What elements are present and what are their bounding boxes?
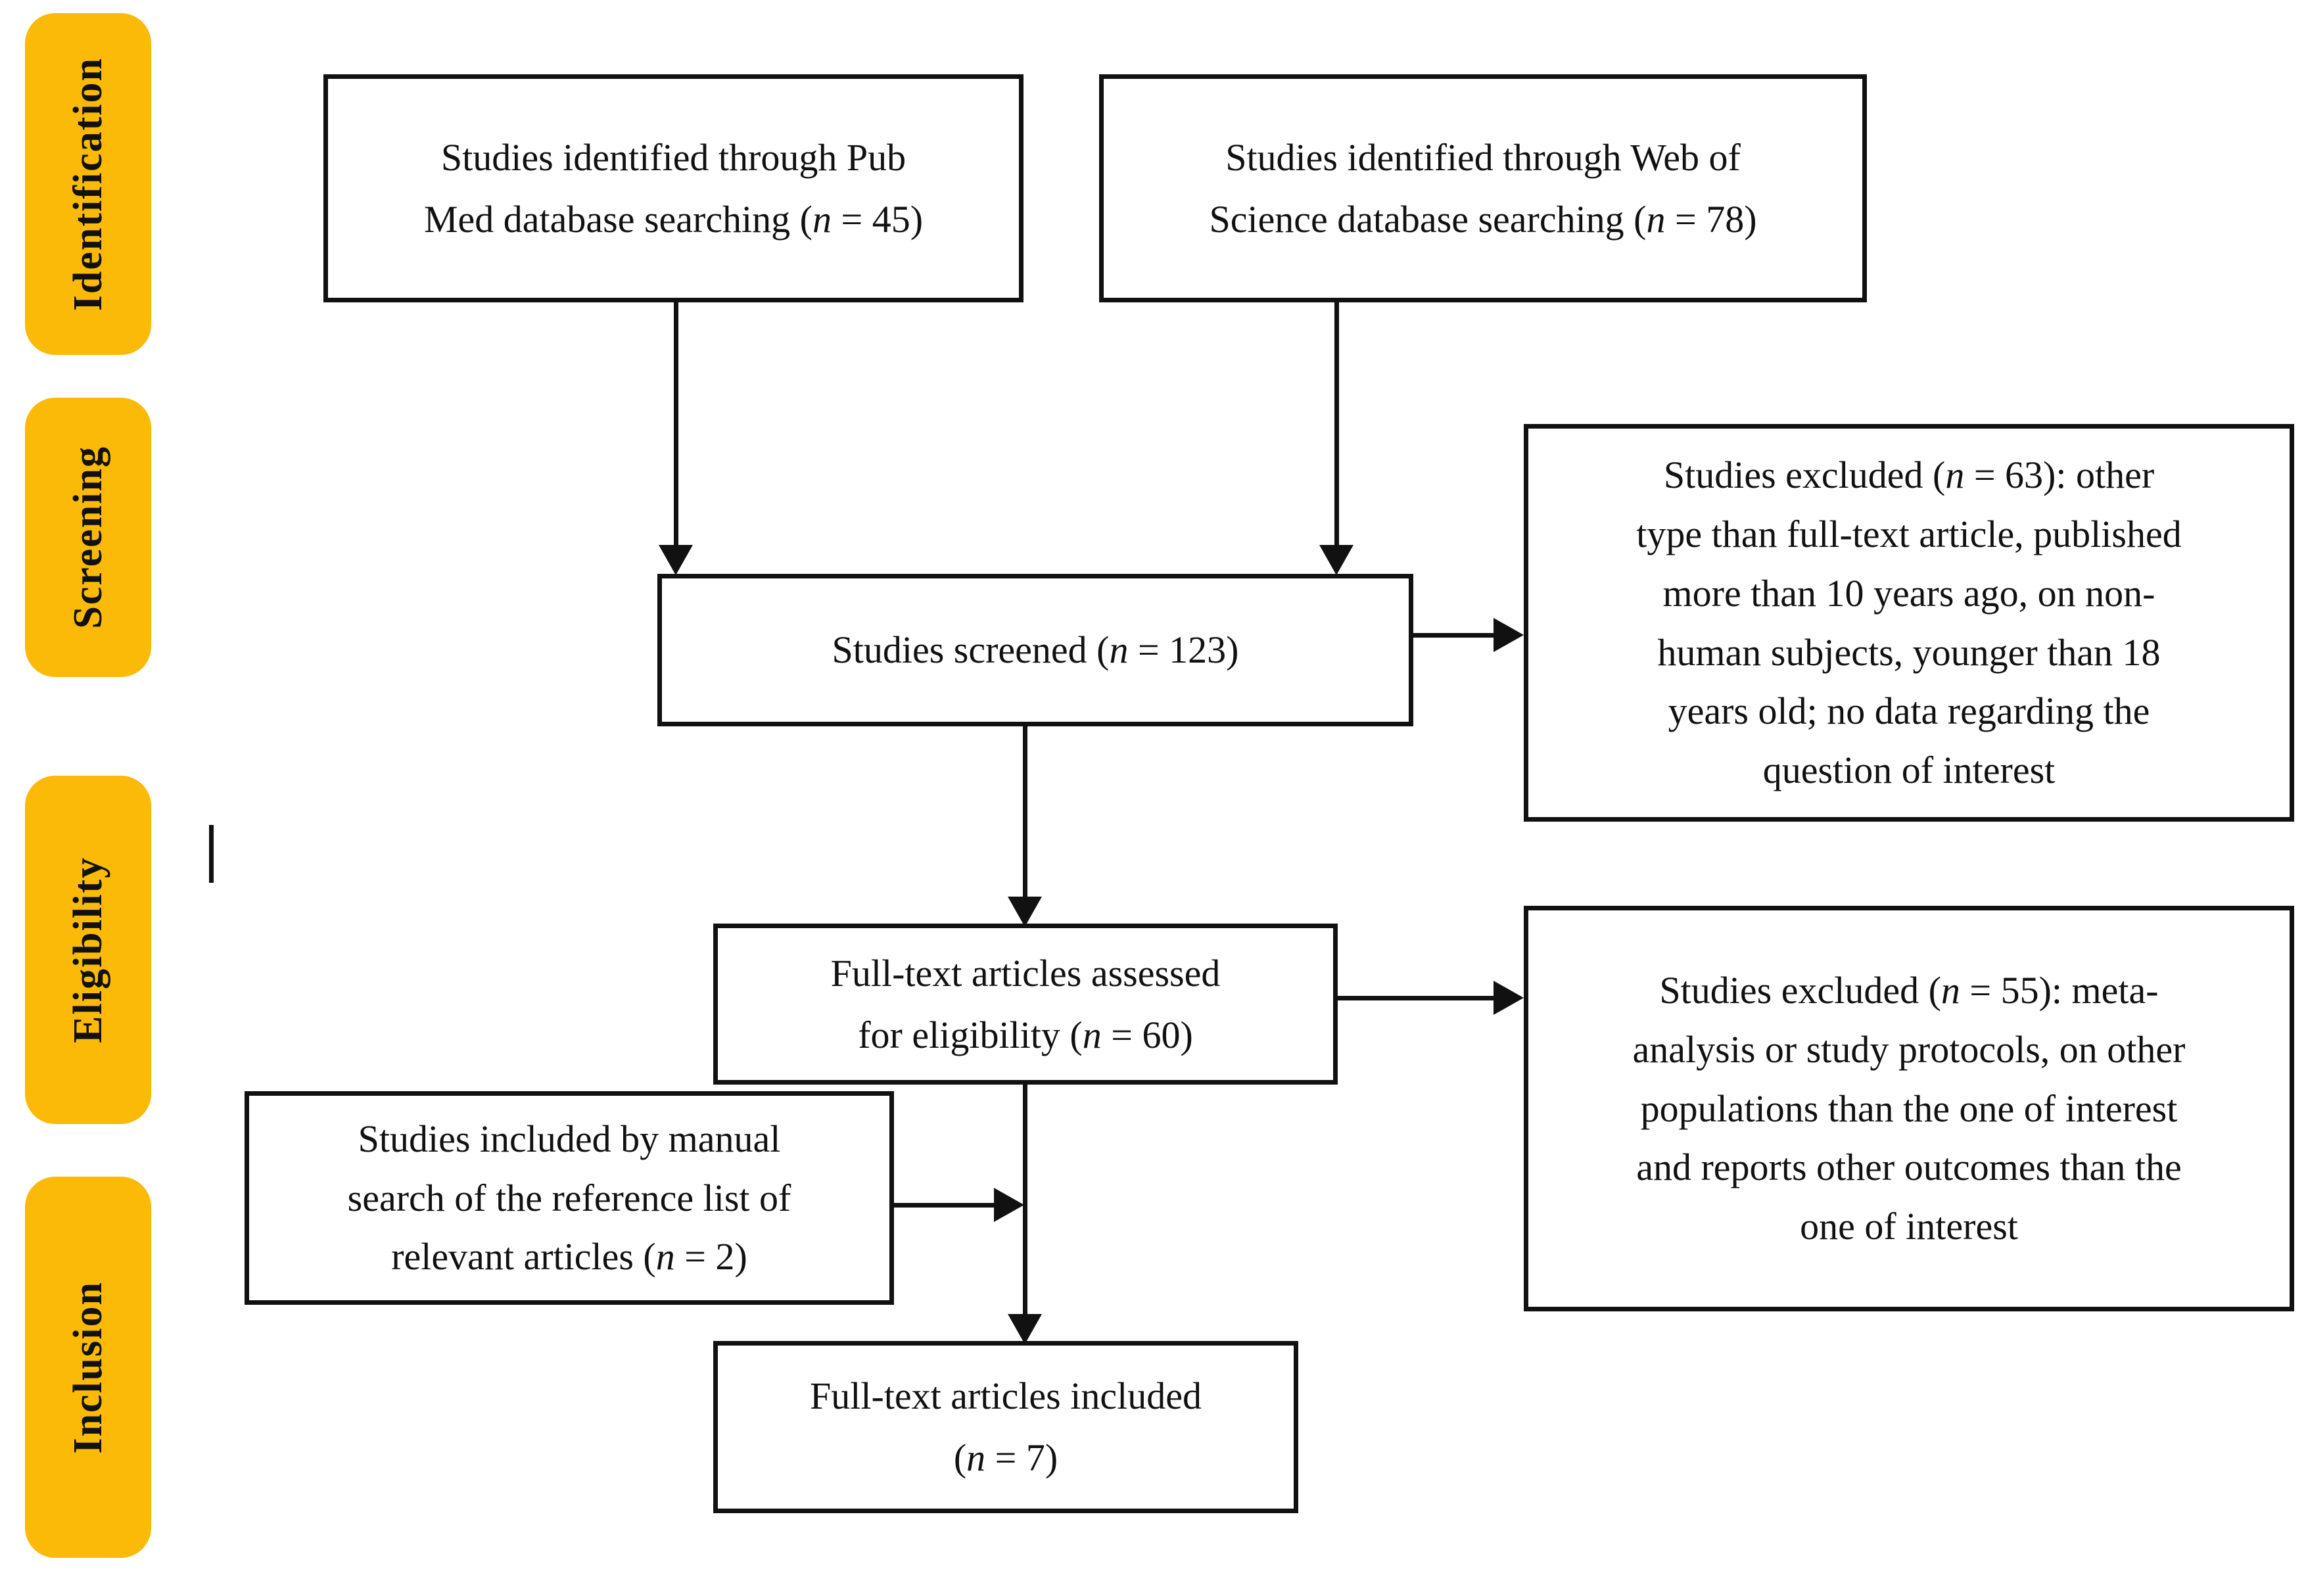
manual-line2: search of the reference list of — [347, 1176, 791, 1219]
pubmed-n-symbol: n — [812, 197, 832, 241]
manual-line3a: relevant articles ( — [391, 1235, 656, 1279]
excl63-line3: more than 10 years ago, on non- — [1662, 571, 2155, 615]
connector-screened-to-assessed — [1023, 726, 1027, 901]
arrowhead-pubmed-to-screened — [659, 545, 693, 575]
stage-bar-identification: Identification — [25, 13, 151, 355]
excl63-line2: type than full-text article, published — [1636, 512, 2182, 555]
connector-screened-to-excluded63 — [1413, 633, 1497, 638]
box-pubmed-identified: Studies identified through Pub Med datab… — [323, 74, 1024, 302]
wos-line1: Studies identified through Web of — [1225, 135, 1741, 179]
wos-n-symbol: n — [1646, 197, 1666, 241]
excl63-line4: human subjects, younger than 18 — [1657, 630, 2161, 674]
stage-label-inclusion: Inclusion — [65, 1280, 110, 1454]
excl55-line1b: = 55): meta- — [1960, 968, 2159, 1012]
box-excluded-screening: Studies excluded (n = 63): other type th… — [1524, 424, 2294, 822]
box-excluded-screening-text: Studies excluded (n = 63): other type th… — [1545, 446, 2272, 800]
box-manual-search-included-text: Studies included by manual search of the… — [266, 1110, 872, 1287]
included-line1: Full-text articles included — [810, 1374, 1202, 1418]
excl63-n-symbol: n — [1945, 453, 1965, 496]
arrowhead-wos-to-screened — [1319, 545, 1353, 575]
excl63-line1b: = 63): other — [1964, 453, 2155, 496]
box-fulltext-assessed-text: Full-text articles assessed for eligibil… — [735, 943, 1316, 1066]
box-manual-search-included: Studies included by manual search of the… — [245, 1091, 894, 1305]
assessed-line1: Full-text articles assessed — [830, 951, 1221, 995]
screened-n-symbol: n — [1109, 628, 1129, 672]
excl63-line5: years old; no data regarding the — [1668, 690, 2150, 733]
excl63-line6: question of interest — [1762, 749, 2056, 792]
stage-label-eligibility: Eligibility — [65, 857, 110, 1043]
arrowhead-screened-to-excluded63 — [1494, 618, 1524, 652]
stage-label-screening: Screening — [65, 446, 110, 629]
included-line2a: ( — [953, 1436, 967, 1479]
box-wos-identified: Studies identified through Web of Scienc… — [1099, 74, 1867, 302]
pubmed-line2a: Med database searching ( — [423, 197, 812, 241]
connector-manual-to-included — [894, 1203, 996, 1208]
excl63-line1a: Studies excluded ( — [1663, 453, 1946, 496]
screened-line1a: Studies screened ( — [832, 628, 1110, 672]
arrowhead-assessed-to-excluded55 — [1494, 981, 1524, 1015]
box-fulltext-included-text: Full-text articles included (n = 7) — [735, 1365, 1277, 1489]
excl55-line2: analysis or study protocols, on other — [1632, 1027, 2186, 1071]
wos-line2b: = 78) — [1665, 197, 1757, 241]
box-fulltext-assessed: Full-text articles assessed for eligibil… — [713, 924, 1338, 1085]
stage-bar-inclusion: Inclusion — [25, 1177, 151, 1558]
box-studies-screened-text: Studies screened (n = 123) — [679, 619, 1392, 681]
excl55-line1a: Studies excluded ( — [1659, 968, 1941, 1012]
assessed-n-symbol: n — [1082, 1013, 1102, 1056]
excl55-line4: and reports other outcomes than the — [1636, 1146, 2182, 1189]
wos-line2a: Science database searching ( — [1209, 197, 1647, 241]
pubmed-line1: Studies identified through Pub — [440, 135, 906, 179]
connector-pubmed-to-screened — [674, 302, 678, 549]
stage-label-identification: Identification — [65, 57, 110, 312]
assessed-line2b: = 60) — [1101, 1013, 1193, 1056]
box-excluded-eligibility: Studies excluded (n = 55): meta- analysi… — [1524, 906, 2294, 1311]
box-wos-identified-text: Studies identified through Web of Scienc… — [1121, 127, 1845, 250]
box-pubmed-identified-text: Studies identified through Pub Med datab… — [345, 127, 1002, 250]
stage-bar-screening: Screening — [25, 398, 151, 677]
screened-line1b: = 123) — [1128, 628, 1239, 672]
excl55-line3: populations than the one of interest — [1640, 1087, 2178, 1130]
included-line2b: = 7) — [985, 1436, 1058, 1479]
manual-n-symbol: n — [655, 1235, 675, 1279]
manual-line1: Studies included by manual — [358, 1117, 781, 1160]
connector-wos-to-screened — [1334, 302, 1339, 549]
arrowhead-assessed-to-included — [1008, 1314, 1042, 1344]
connector-assessed-to-included — [1023, 1085, 1027, 1318]
stray-tick-mark — [209, 825, 214, 883]
excl55-line5: one of interest — [1800, 1205, 2018, 1248]
stage-bar-eligibility: Eligibility — [25, 776, 151, 1124]
assessed-line2a: for eligibility ( — [858, 1013, 1083, 1056]
arrowhead-screened-to-assessed — [1008, 897, 1042, 927]
arrowhead-manual-to-included — [994, 1188, 1024, 1222]
box-excluded-eligibility-text: Studies excluded (n = 55): meta- analysi… — [1545, 961, 2272, 1256]
excl55-n-symbol: n — [1941, 968, 1960, 1012]
box-studies-screened: Studies screened (n = 123) — [657, 574, 1413, 726]
included-n-symbol: n — [966, 1436, 986, 1479]
pubmed-line2b: = 45) — [832, 197, 924, 241]
connector-assessed-to-excluded55 — [1338, 996, 1497, 1000]
box-fulltext-included: Full-text articles included (n = 7) — [713, 1341, 1298, 1513]
manual-line3b: = 2) — [674, 1235, 747, 1279]
